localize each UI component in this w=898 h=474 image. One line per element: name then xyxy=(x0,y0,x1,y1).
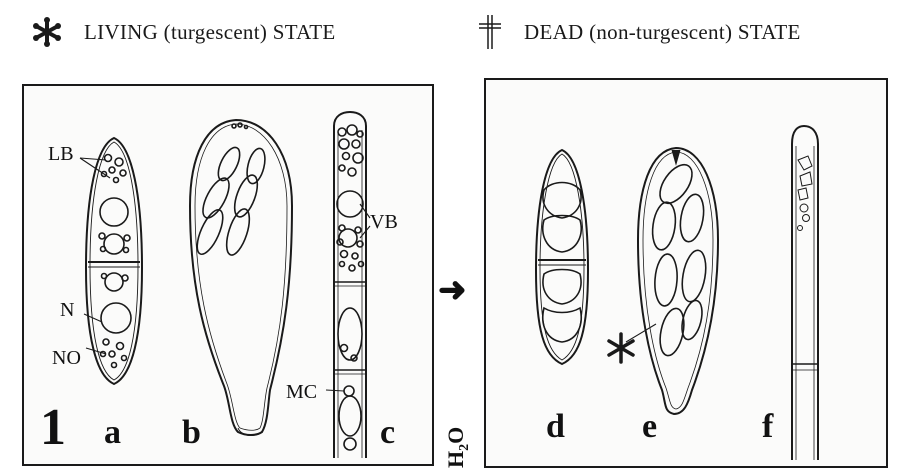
panel-label-d: d xyxy=(546,410,565,444)
h2o-o: O xyxy=(443,427,468,444)
spore-a xyxy=(86,138,142,384)
dead-state-header: DEAD (non-turgescent) STATE xyxy=(478,14,801,50)
panel-label-b: b xyxy=(182,416,201,450)
label-no: NO xyxy=(52,348,81,368)
spore-d xyxy=(536,150,588,364)
filament-f xyxy=(792,126,818,460)
panel-label-a: a xyxy=(104,416,121,450)
label-lb: LB xyxy=(48,144,74,164)
living-cells-panel: LB N NO VB MC 1 a b c xyxy=(22,84,434,466)
h2o-h: H xyxy=(443,451,468,468)
label-mc: MC xyxy=(286,382,317,402)
transition-arrow: ➜ xyxy=(438,274,467,308)
panel-label-f: f xyxy=(762,410,773,444)
annotation-asterisk-icon xyxy=(609,334,633,362)
ascus-e xyxy=(626,148,718,414)
living-state-label: LIVING (turgescent) STATE xyxy=(84,20,336,45)
asterisk-icon xyxy=(32,17,62,47)
living-state-header: LIVING (turgescent) STATE xyxy=(32,14,336,50)
filament-c xyxy=(334,112,366,458)
panel-label-c: c xyxy=(380,416,395,450)
h2o-2: 2 xyxy=(457,444,472,451)
living-cells-drawing xyxy=(24,86,432,464)
cross-icon xyxy=(478,14,502,50)
dead-state-label: DEAD (non-turgescent) STATE xyxy=(524,20,801,45)
h2o-label: H2O xyxy=(441,410,475,470)
dead-cells-panel: d e f xyxy=(484,78,888,468)
panel-label-e: e xyxy=(642,410,657,444)
label-vb: VB xyxy=(370,212,398,232)
figure-number: 1 xyxy=(40,402,66,454)
label-n: N xyxy=(60,300,74,320)
ascus-b xyxy=(190,120,292,436)
